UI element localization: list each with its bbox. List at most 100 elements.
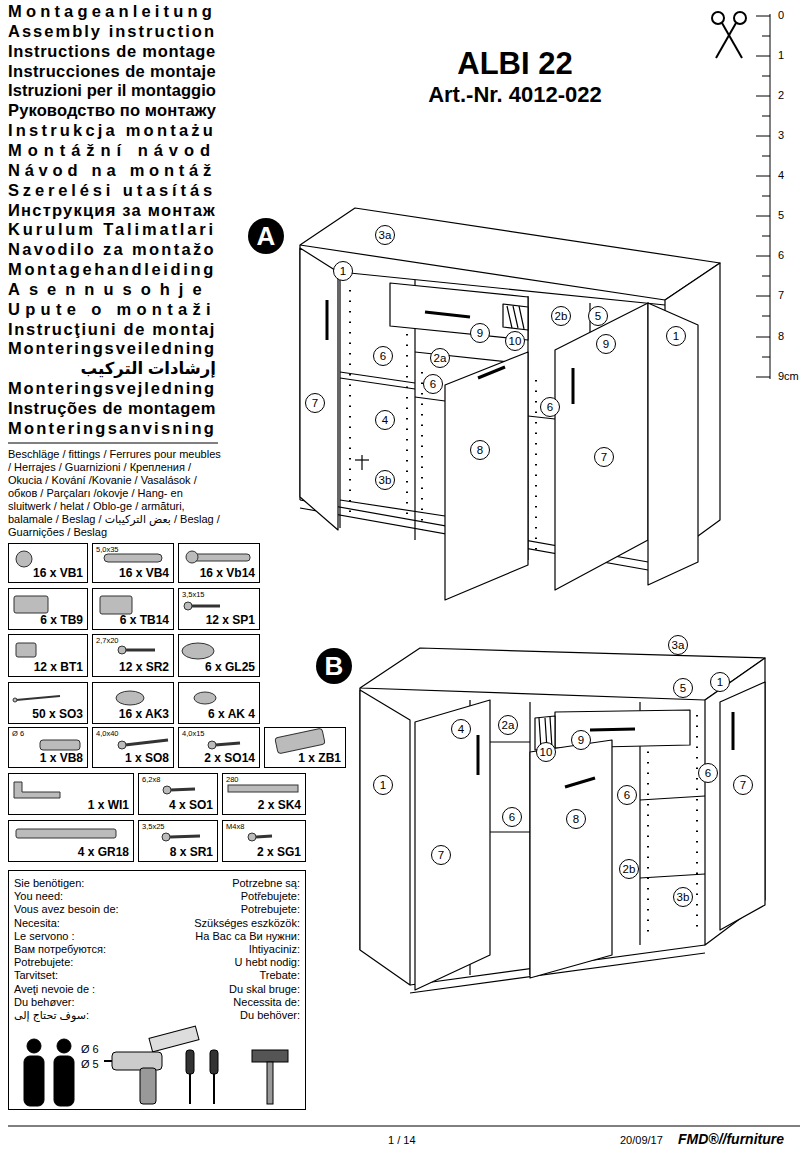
tool-heading: U hebt nodig: — [235, 956, 300, 969]
fitting-icons — [40, 740, 80, 750]
callout-number: 7 — [431, 845, 451, 865]
callout-number: 5 — [673, 678, 693, 698]
cabinet-drawing-a — [300, 248, 338, 530]
fitting-icons — [170, 789, 195, 790]
drill-size: Ø 6 — [81, 1043, 99, 1056]
language-heading: Istruzioni per il montaggio — [8, 81, 216, 100]
fitting-box: 16 x Vb14 — [178, 543, 260, 583]
fitting-icons — [256, 836, 272, 837]
callout-number: 7 — [305, 393, 325, 413]
fitting-icons — [118, 646, 126, 654]
fitting-box: 1 x ZB1 — [264, 727, 346, 768]
tool-icons — [27, 1039, 41, 1053]
tool-heading: Tarvitset: — [14, 969, 58, 982]
part-count: 12 x SP1 — [206, 613, 255, 627]
callout-number: 10 — [505, 331, 525, 351]
fitting-box: 6 x TB9 — [8, 588, 88, 630]
ruler-mark: 4 — [778, 169, 784, 181]
callout-number: 8 — [470, 440, 490, 460]
cabinet-drawing-b — [360, 690, 410, 985]
part-count: 16 x AK3 — [119, 707, 169, 721]
cabinet-drawing-b — [360, 648, 765, 700]
footer-text: 20/09/17 — [620, 1134, 663, 1146]
callout-number: 6 — [698, 763, 718, 783]
part-count: 6 x TB9 — [40, 613, 83, 627]
language-heading: Monteringsanvisning — [8, 419, 216, 438]
callout-number: 7 — [733, 775, 753, 795]
tool-icons — [24, 1056, 44, 1106]
part-count: 8 x SR1 — [170, 845, 213, 859]
callout-number: 6 — [423, 374, 443, 394]
fitting-icons — [163, 786, 171, 794]
cabinet-drawing-a — [555, 303, 648, 590]
tool-heading: Le servono : — [14, 930, 75, 943]
part-size: 2,7x20 — [96, 636, 119, 645]
tool-icons — [104, 1060, 112, 1062]
tool-heading: Ihtiyaciniz: — [249, 943, 300, 956]
cabinet-drawing-a — [390, 283, 528, 340]
fitting-box: 6,2x84 x SO1 — [138, 773, 218, 815]
part-count: 4 x GR18 — [78, 845, 129, 859]
cabinet-drawing-b — [530, 740, 612, 978]
callout-number: 3b — [673, 887, 693, 907]
brand-logo: FMD®//furniture — [678, 1131, 784, 1147]
callout-number: 1 — [710, 672, 730, 692]
callout-number: 6 — [540, 397, 560, 417]
scissors-icon — [712, 12, 746, 58]
tool-heading: Trebate: — [259, 969, 300, 982]
fitting-icons — [14, 596, 48, 613]
tool-icons — [140, 1068, 156, 1104]
tool-heading: Potrebujete: — [14, 956, 73, 969]
callout-number: 9 — [596, 334, 616, 354]
cabinet-drawing-a — [445, 352, 528, 600]
ruler — [756, 14, 770, 379]
ruler-mark: 6 — [778, 249, 784, 261]
callout-number: 6 — [502, 807, 522, 827]
fitting-box: 6 x AK 4 — [178, 682, 260, 724]
view-letter: A — [248, 218, 284, 254]
language-heading: Asennusohje — [8, 280, 211, 299]
ruler-mark: 5 — [778, 209, 784, 221]
part-size: 3,5x15 — [182, 590, 205, 599]
part-count: 1 x ZB1 — [298, 751, 341, 765]
tool-icons — [54, 1056, 74, 1106]
part-size: M4x8 — [226, 822, 244, 831]
fitting-box: 3,5x258 x SR1 — [138, 820, 218, 862]
scissors-icon — [712, 12, 724, 24]
cabinet-drawing-b — [477, 735, 480, 775]
part-count: 1 x VB8 — [40, 751, 83, 765]
fitting-icons — [162, 833, 170, 841]
part-count: 16 x VB4 — [119, 566, 169, 580]
fitting-icons — [14, 782, 60, 798]
cabinet-drawing-b — [565, 778, 595, 787]
fitting-box: 16 x AK3 — [92, 682, 174, 724]
tool-heading: Du behöver: — [240, 1009, 300, 1022]
tool-icons — [267, 1062, 273, 1104]
tool-heading: سوف تحتاج إلى: — [14, 1009, 89, 1022]
language-heading: Návod na montáž — [8, 161, 216, 180]
cabinet-drawing-a — [340, 500, 445, 516]
part-size: 280 — [226, 775, 239, 784]
fitting-box: 6 x TB14 — [92, 588, 174, 630]
callout-number: 4 — [451, 719, 471, 739]
part-count: 12 x SR2 — [119, 660, 169, 674]
language-heading: Montageanleitung — [8, 2, 216, 21]
language-heading: Instruções de montagem — [8, 399, 216, 418]
tool-icons — [24, 1026, 288, 1106]
fitting-box: 4,0x152 x SO14 — [178, 727, 260, 768]
fitting-box: 6 x GL25 — [178, 634, 260, 677]
language-heading: Szerelési utasítás — [8, 181, 216, 200]
ruler-mark: 3 — [778, 129, 784, 141]
article-number: Art.-Nr. 4012-022 — [428, 82, 602, 108]
fitting-icons — [16, 696, 60, 700]
language-heading: Instrucciones de montaje — [8, 62, 216, 81]
fitting-icons — [16, 829, 116, 838]
fitting-icons — [16, 643, 36, 657]
language-heading: Instrucţiuni de montaj — [8, 320, 216, 339]
fitting-icons — [16, 551, 32, 567]
part-count: 6 x GL25 — [205, 660, 255, 674]
ruler-mark: 1 — [778, 49, 784, 61]
part-count: 1 x WI1 — [88, 798, 129, 812]
callout-number: 8 — [566, 809, 586, 829]
tool-heading: Potrzebne są: — [232, 877, 300, 890]
